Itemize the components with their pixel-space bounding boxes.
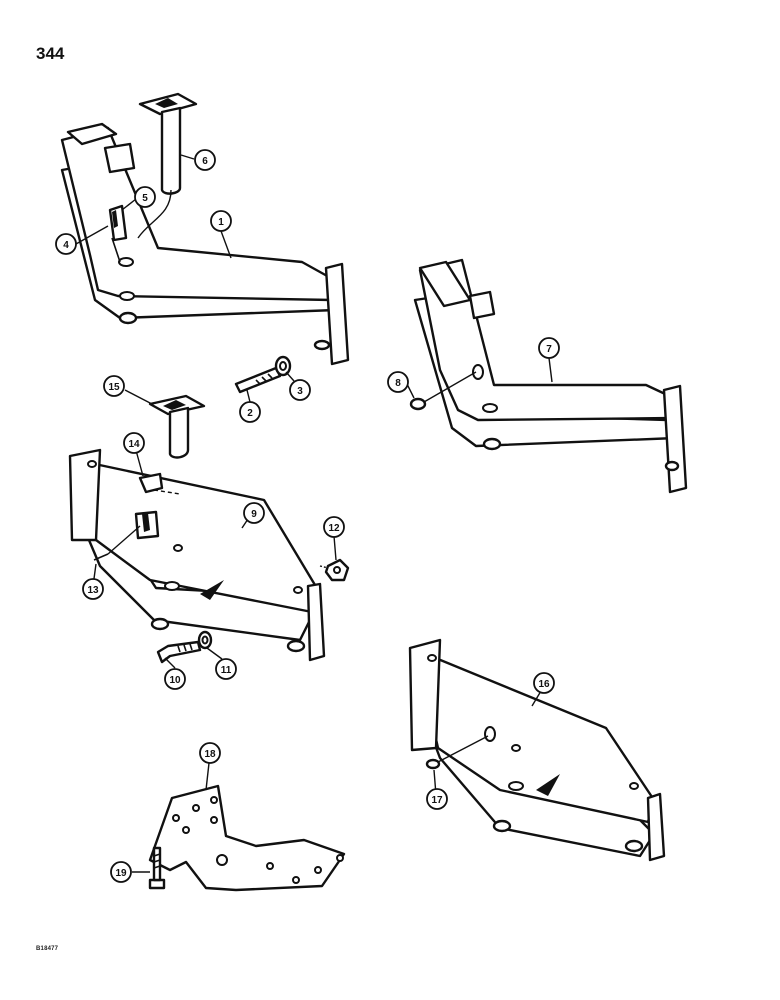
callout-11: 11: [215, 658, 237, 680]
bolt-2: [234, 366, 282, 394]
wedge-14: [138, 472, 181, 495]
svg-text:9: 9: [251, 509, 257, 520]
svg-text:10: 10: [169, 675, 181, 686]
svg-text:18: 18: [204, 749, 216, 760]
callout-19: 19: [110, 861, 132, 883]
callout-13: 13: [82, 578, 104, 600]
pin-8: [409, 371, 477, 411]
callout-16: 16: [533, 672, 555, 694]
callout-10: 10: [164, 668, 186, 690]
svg-text:14: 14: [128, 439, 140, 450]
nut-12: [319, 558, 350, 582]
figure-code: B18477: [36, 946, 59, 952]
svg-text:13: 13: [87, 585, 99, 596]
pin-17: [425, 735, 489, 770]
svg-text:3: 3: [297, 386, 303, 397]
callout-1: 1: [210, 210, 232, 232]
callout-17: 17: [426, 788, 448, 810]
roll-pin-13: [93, 525, 141, 561]
callout-4: 4: [55, 233, 77, 255]
callout-18: 18: [199, 742, 221, 764]
pin-6: [137, 92, 198, 239]
callout-2: 2: [239, 401, 261, 423]
svg-text:15: 15: [108, 382, 120, 393]
bracket-7: [413, 258, 688, 494]
svg-text:8: 8: [395, 378, 401, 389]
svg-text:11: 11: [221, 665, 232, 676]
plate-18: [148, 784, 346, 892]
svg-text:5: 5: [142, 193, 148, 204]
svg-text:1: 1: [218, 217, 224, 228]
bracket-16: [408, 638, 666, 862]
svg-text:16: 16: [538, 679, 550, 690]
callout-leaders: [75, 154, 553, 873]
callout-12: 12: [323, 516, 345, 538]
washer-11: [197, 630, 213, 650]
svg-text:19: 19: [115, 868, 127, 879]
pin-15: [148, 394, 206, 459]
svg-text:7: 7: [546, 344, 552, 355]
bracket-9: [68, 448, 326, 662]
bracket-1: [60, 122, 350, 366]
svg-text:4: 4: [63, 240, 69, 251]
svg-text:17: 17: [431, 795, 443, 806]
callout-3: 3: [289, 379, 311, 401]
callout-6: 6: [194, 149, 216, 171]
page-number: 344: [36, 44, 65, 63]
svg-text:6: 6: [202, 156, 208, 167]
bolt-19: [148, 846, 166, 890]
callout-5: 5: [134, 186, 156, 208]
washer-3: [274, 355, 292, 377]
bolt-10: [156, 640, 202, 664]
callout-15: 15: [103, 375, 125, 397]
callout-8: 8: [387, 371, 409, 393]
svg-text:12: 12: [328, 523, 340, 534]
callout-7: 7: [538, 337, 560, 359]
callout-9: 9: [243, 502, 265, 524]
callout-14: 14: [123, 432, 145, 454]
svg-text:2: 2: [247, 408, 253, 419]
